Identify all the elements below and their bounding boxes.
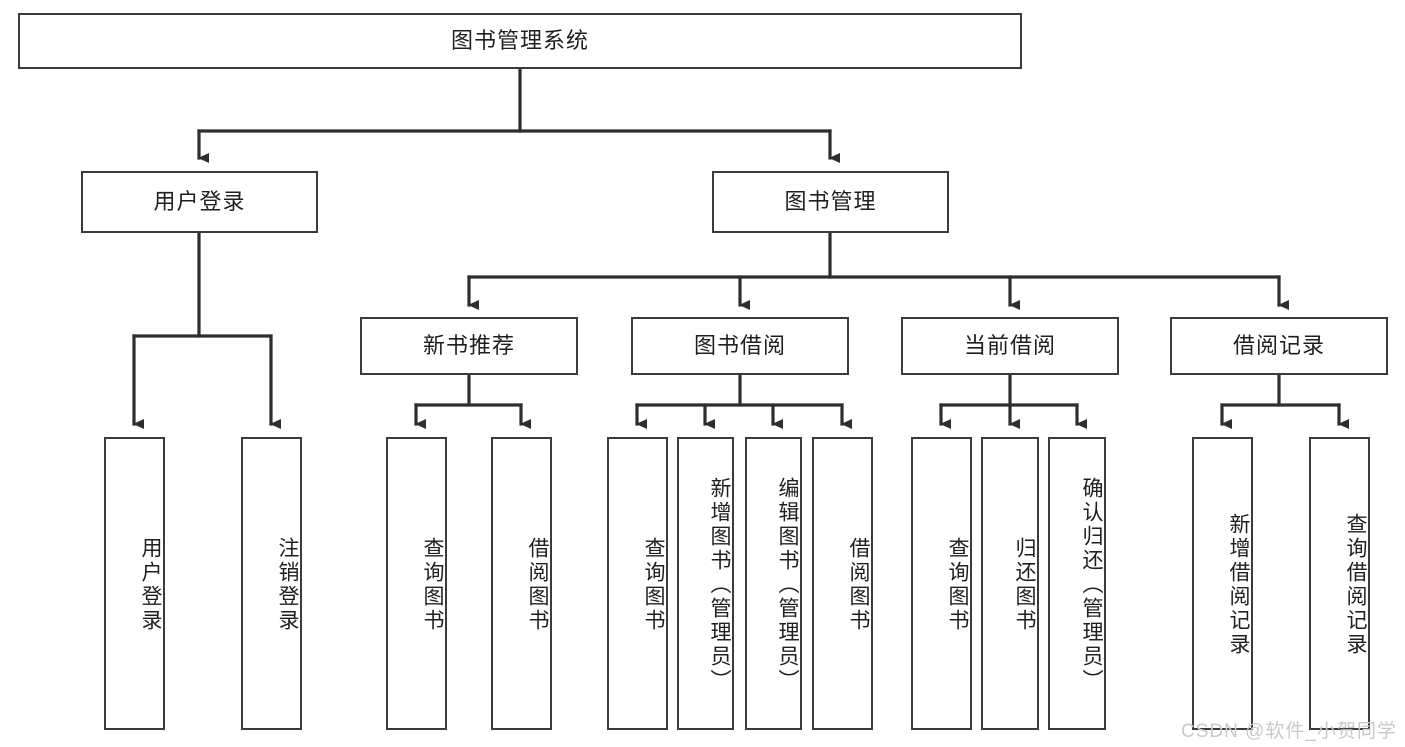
node-label: 用户登录 xyxy=(139,536,162,633)
node-label: 确认归还（管理员） xyxy=(1080,476,1103,693)
node-label: 编辑图书（管理员） xyxy=(776,476,799,693)
node-new-book-recommend[interactable]: 新书推荐 xyxy=(360,317,578,375)
node-label: 借阅图书 xyxy=(526,536,549,633)
node-book-borrow[interactable]: 图书借阅 xyxy=(631,317,849,375)
node-label: 归还图书 xyxy=(1013,536,1036,633)
leaf-query-borrow-record[interactable]: 查询借阅记录 xyxy=(1309,437,1370,730)
node-label: 图书管理系统 xyxy=(450,27,589,53)
node-label: 查询图书 xyxy=(946,536,969,633)
leaf-confirm-return-admin[interactable]: 确认归还（管理员） xyxy=(1048,437,1106,730)
watermark: CSDN @软件_小贺同学 xyxy=(1181,721,1397,742)
leaf-query-book-current[interactable]: 查询图书 xyxy=(911,437,972,730)
leaf-logout-login[interactable]: 注销登录 xyxy=(241,437,302,730)
node-label: 借阅图书 xyxy=(847,536,870,633)
node-current-borrow[interactable]: 当前借阅 xyxy=(901,317,1119,375)
leaf-return-book[interactable]: 归还图书 xyxy=(981,437,1039,730)
node-label: 图书借阅 xyxy=(693,332,786,358)
node-borrow-record[interactable]: 借阅记录 xyxy=(1170,317,1388,375)
leaf-borrow-book[interactable]: 借阅图书 xyxy=(812,437,873,730)
node-book-management[interactable]: 图书管理 xyxy=(712,171,949,233)
node-label: 新书推荐 xyxy=(422,332,515,358)
node-label: 新增借阅记录 xyxy=(1227,512,1250,657)
leaf-add-book-admin[interactable]: 新增图书（管理员） xyxy=(677,437,734,730)
node-label: 查询借阅记录 xyxy=(1344,512,1367,657)
leaf-borrow-book-recommend[interactable]: 借阅图书 xyxy=(491,437,552,730)
node-label: 查询图书 xyxy=(642,536,665,633)
node-label: 图书管理 xyxy=(784,188,877,214)
leaf-add-borrow-record[interactable]: 新增借阅记录 xyxy=(1192,437,1253,730)
leaf-query-book-recommend[interactable]: 查询图书 xyxy=(386,437,447,730)
node-label: 用户登录 xyxy=(153,188,246,214)
node-user-login[interactable]: 用户登录 xyxy=(81,171,318,233)
leaf-user-login[interactable]: 用户登录 xyxy=(104,437,165,730)
node-label: 借阅记录 xyxy=(1232,332,1325,358)
node-label: 当前借阅 xyxy=(963,332,1056,358)
node-label: 查询图书 xyxy=(421,536,444,633)
leaf-query-book-borrow[interactable]: 查询图书 xyxy=(607,437,668,730)
leaf-edit-book-admin[interactable]: 编辑图书（管理员） xyxy=(745,437,802,730)
node-label: 新增图书（管理员） xyxy=(708,476,731,693)
node-root-book-management-system[interactable]: 图书管理系统 xyxy=(18,13,1022,69)
node-label: 注销登录 xyxy=(276,536,299,633)
